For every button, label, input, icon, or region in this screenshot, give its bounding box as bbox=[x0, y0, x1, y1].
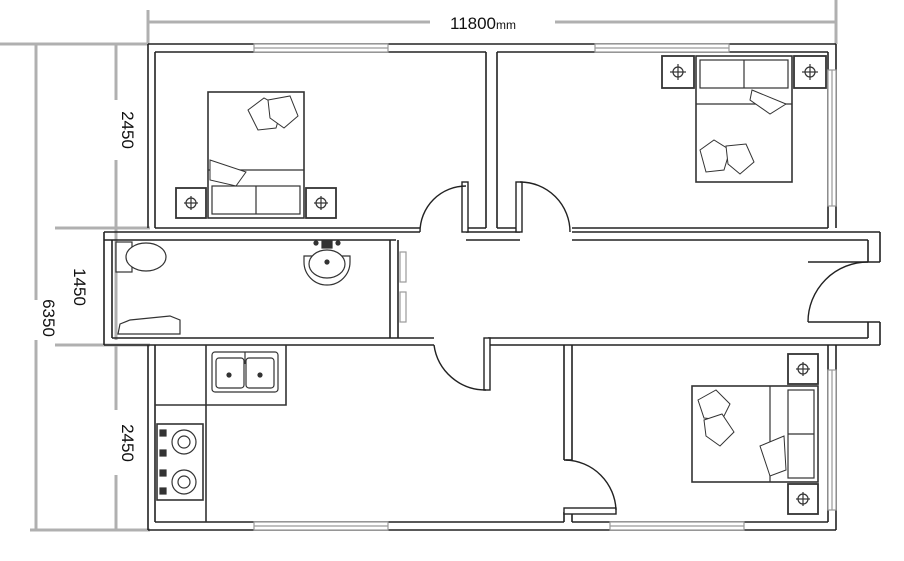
door-corridor-end bbox=[807, 261, 869, 323]
window-bathroom-b bbox=[399, 291, 407, 323]
nightstand-top-left-b bbox=[305, 187, 337, 219]
window-bathroom-a bbox=[399, 251, 407, 283]
nightstand-top-right-a bbox=[661, 55, 695, 89]
kitchen-sink bbox=[211, 351, 279, 393]
door-bedroom-top-right bbox=[515, 181, 571, 233]
shower-tray bbox=[117, 315, 181, 335]
stove bbox=[156, 423, 204, 501]
door-bedroom-bottom-right bbox=[563, 459, 617, 515]
bed-top-right bbox=[695, 55, 793, 183]
door-kitchen bbox=[433, 337, 491, 391]
toilet bbox=[115, 241, 167, 273]
dim-label-total-height: 6350 bbox=[39, 299, 58, 337]
dim-label-corridor: 1450 bbox=[70, 268, 89, 306]
nightstand-bottom-right-a bbox=[787, 353, 819, 385]
dim-label-top-rooms: 2450 bbox=[118, 111, 137, 149]
nightstand-bottom-right-b bbox=[787, 483, 819, 515]
bed-bottom-right bbox=[691, 385, 819, 483]
dim-label-total-width: 11800mm bbox=[450, 14, 516, 33]
nightstand-top-right-b bbox=[793, 55, 827, 89]
furniture bbox=[115, 55, 827, 522]
door-bedroom-top-left bbox=[419, 181, 469, 233]
nightstand-top-left-a bbox=[175, 187, 207, 219]
doors bbox=[419, 181, 869, 515]
bathroom-sink bbox=[303, 239, 351, 286]
bed-top-left bbox=[207, 91, 305, 219]
kitchen-counter bbox=[155, 345, 287, 522]
windows bbox=[253, 43, 837, 531]
dim-label-bottom-rooms: 2450 bbox=[118, 424, 137, 462]
